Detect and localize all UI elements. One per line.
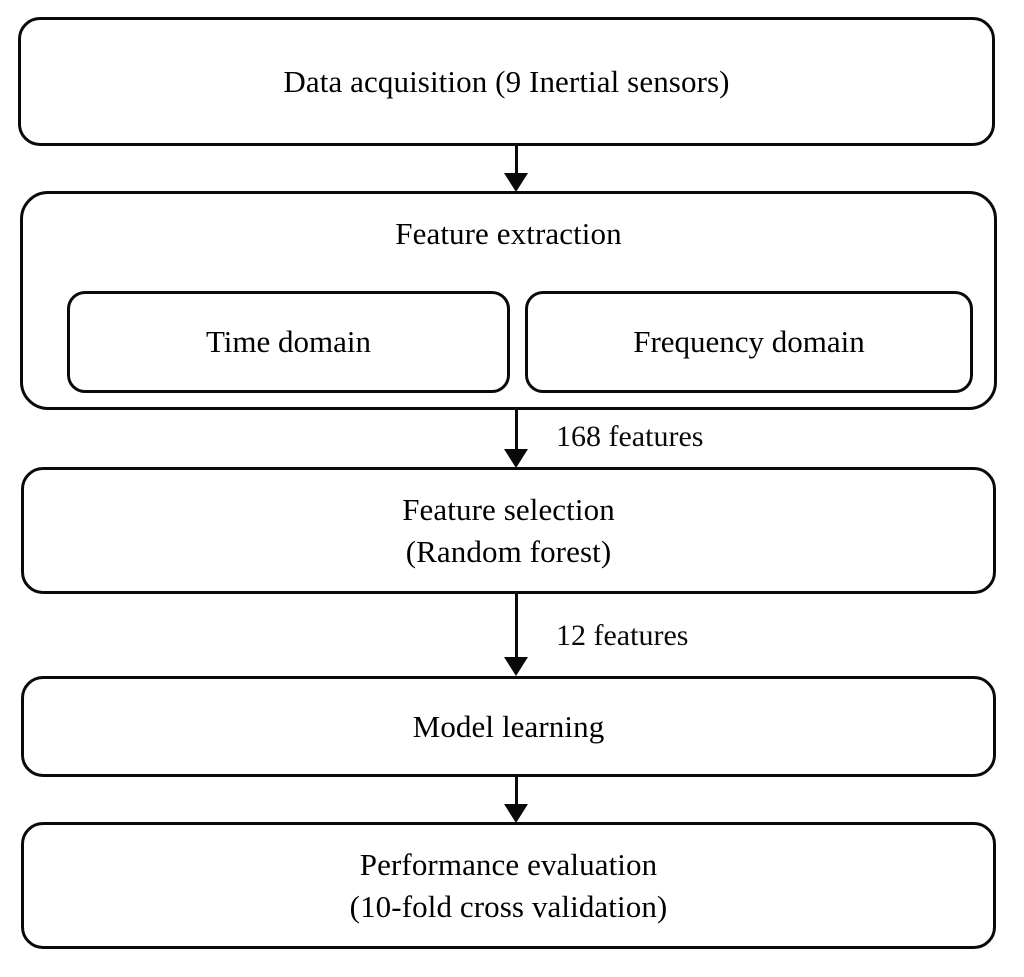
node-performance-evaluation: Performance evaluation (10-fold cross va… (21, 822, 996, 949)
node-feature-extraction: Feature extraction Time domain Frequency… (20, 191, 997, 410)
node-time-domain: Time domain (67, 291, 510, 393)
node-feature-selection-label-line2: (Random forest) (405, 533, 612, 569)
node-performance-evaluation-label-line2: (10-fold cross validation) (349, 888, 668, 924)
node-frequency-domain-label: Frequency domain (633, 324, 865, 360)
arrow-head-icon (504, 173, 528, 192)
node-feature-selection-label-line1: Feature selection (402, 491, 615, 527)
arrow-shaft (515, 410, 518, 452)
arrow-head-icon (504, 804, 528, 823)
edge-label-168-features: 168 features (556, 420, 704, 453)
node-model-learning-label: Model learning (412, 708, 605, 744)
arrow-head-icon (504, 657, 528, 676)
arrow-selection-to-model (496, 594, 536, 677)
arrow-acquisition-to-extraction (496, 146, 536, 192)
edge-label-12-features: 12 features (556, 619, 689, 652)
node-performance-evaluation-label-line1: Performance evaluation (359, 846, 658, 882)
node-frequency-domain: Frequency domain (525, 291, 973, 393)
node-feature-extraction-label: Feature extraction (395, 216, 622, 251)
node-model-learning: Model learning (21, 676, 996, 777)
arrow-head-icon (504, 449, 528, 468)
arrow-extraction-to-selection (496, 410, 536, 468)
node-data-acquisition: Data acquisition (9 Inertial sensors) (18, 17, 995, 146)
node-time-domain-label: Time domain (205, 324, 372, 360)
arrow-shaft (515, 146, 518, 176)
node-feature-selection: Feature selection (Random forest) (21, 467, 996, 594)
arrow-shaft (515, 777, 518, 807)
arrow-shaft (515, 594, 518, 660)
arrow-model-to-evaluation (496, 777, 536, 823)
node-data-acquisition-label: Data acquisition (9 Inertial sensors) (283, 63, 730, 99)
